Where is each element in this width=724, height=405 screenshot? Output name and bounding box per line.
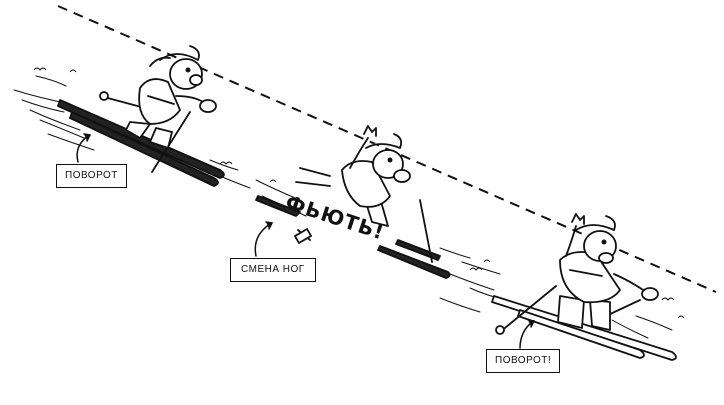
pointer-arrows	[76, 133, 536, 349]
skier-2-ski-front	[377, 245, 451, 279]
snow-puffs	[33, 67, 685, 319]
arrow-3	[519, 321, 533, 349]
skier-3-body	[559, 251, 621, 304]
skier-1-ski-front	[69, 111, 219, 187]
skier-1-pole-2	[151, 111, 191, 173]
skier-1	[57, 45, 225, 187]
skier-3	[491, 213, 677, 361]
label-turn-1: ПОВОРОТ	[56, 164, 127, 188]
skier-3-ski-front	[517, 309, 645, 359]
skier-3-pole	[499, 285, 557, 333]
skier-2-body	[341, 160, 391, 208]
label-leg-change: СМЕНА НОГ	[230, 258, 316, 282]
arrow-2	[254, 223, 271, 257]
skier-2-ski-back	[255, 195, 301, 217]
skier-1-body	[138, 78, 181, 125]
arrow-1	[76, 135, 89, 163]
skier-2-pole-2	[419, 199, 433, 263]
skier-2-head	[372, 149, 404, 179]
skier-2	[255, 125, 451, 279]
skier-3-pole-2	[605, 299, 641, 317]
skier-1-ski-back	[57, 99, 225, 179]
skier-3-ski-back	[491, 295, 677, 361]
label-turn-2: ПОВОРОТ!	[486, 349, 561, 373]
